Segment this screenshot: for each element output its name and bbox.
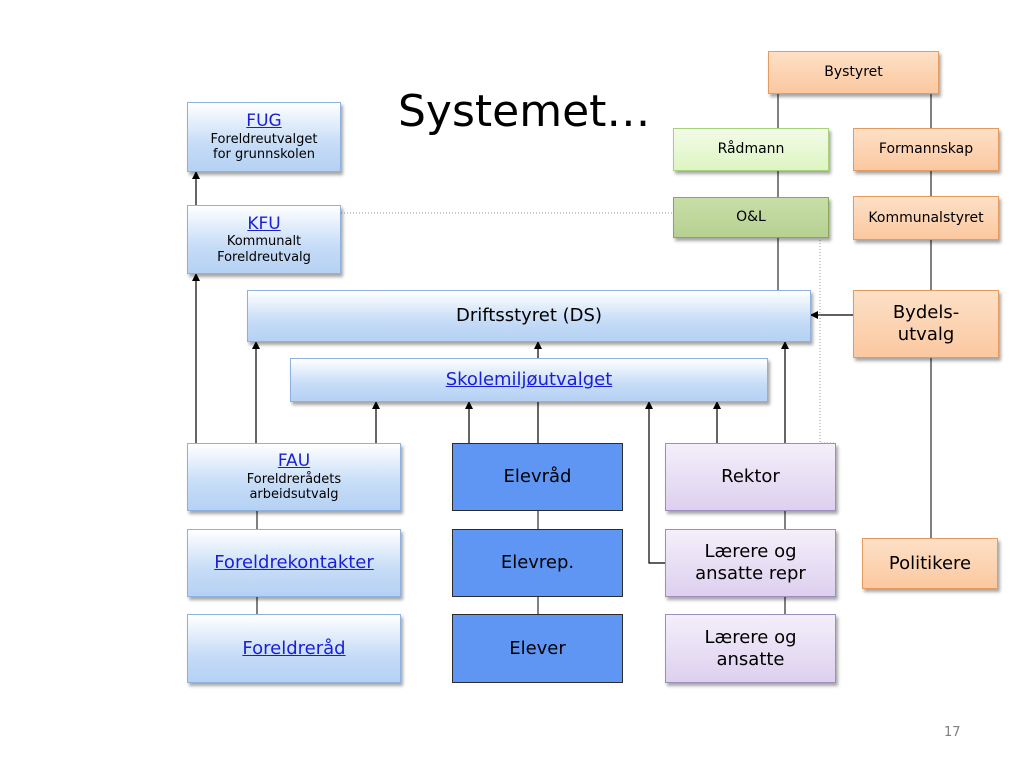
bystyret-label: Bystyret [824,64,883,81]
skolemiljoutvalget-link[interactable]: Skolemiljøutvalget [445,369,613,391]
laerere-line2: ansatte [716,648,785,670]
laerere-box: Lærere og ansatte [665,614,836,683]
bydelsutvalg-line2: utvalg [897,324,955,345]
politikere-box: Politikere [862,538,998,589]
rektor-label: Rektor [721,466,780,488]
foreldrerad-box: Foreldreråd [187,614,401,683]
kommunalstyret-label: Kommunalstyret [868,209,984,226]
fug-line2: for grunnskolen [213,147,315,163]
fau-line2: arbeidsutvalg [249,487,339,503]
fug-box: FUG Foreldreutvalget for grunnskolen [187,102,341,172]
ol-label: O&L [736,209,766,226]
fau-line1: Foreldrerådets [246,471,342,487]
skolemiljoutvalget-box: Skolemiljøutvalget [290,358,768,402]
kfu-box: KFU Kommunalt Foreldreutvalg [187,205,341,274]
slide-title: Systemet… [398,86,651,137]
kfu-line2: Foreldreutvalg [217,249,311,265]
laerere-repr-line1: Lærere og [704,541,797,563]
laerere-repr-line2: ansatte repr [695,563,806,584]
politikere-label: Politikere [888,552,972,574]
driftsstyret-label: Driftsstyret (DS) [456,305,602,327]
kfu-link[interactable]: KFU [247,213,281,234]
elevrep-label: Elevrep. [500,552,575,574]
foreldrekontakter-link[interactable]: Foreldrekontakter [214,552,374,574]
elevrep-box: Elevrep. [452,529,623,597]
formannskap-box: Formannskap [853,128,999,171]
formannskap-label: Formannskap [878,141,974,158]
kommunalstyret-box: Kommunalstyret [853,196,999,240]
elevrad-label: Elevråd [503,466,572,488]
elevrad-box: Elevråd [452,443,623,511]
bydelsutvalg-box: Bydels- utvalg [853,290,999,358]
rektor-box: Rektor [665,443,836,511]
fug-line1: Foreldreutvalget [210,131,318,147]
driftsstyret-box: Driftsstyret (DS) [247,290,811,342]
laerere-line1: Lærere og [704,626,797,648]
page-number: 17 [944,725,961,740]
foreldrekontakter-box: Foreldrekontakter [187,529,401,597]
bydelsutvalg-line1: Bydels- [892,302,960,324]
fau-box: FAU Foreldrerådets arbeidsutvalg [187,443,401,511]
fau-link[interactable]: FAU [277,451,311,472]
radmann-box: Rådmann [673,128,829,171]
foreldrerad-link[interactable]: Foreldreråd [242,637,346,659]
fug-link[interactable]: FUG [246,111,282,132]
radmann-label: Rådmann [717,141,785,158]
elever-label: Elever [509,637,566,659]
elever-box: Elever [452,614,623,683]
arrow-laerere-to-smu [645,401,665,564]
ol-box: O&L [673,197,829,238]
bystyret-box: Bystyret [768,51,939,94]
kfu-line1: Kommunalt [226,234,302,250]
laerere-repr-box: Lærere og ansatte repr [665,529,836,597]
